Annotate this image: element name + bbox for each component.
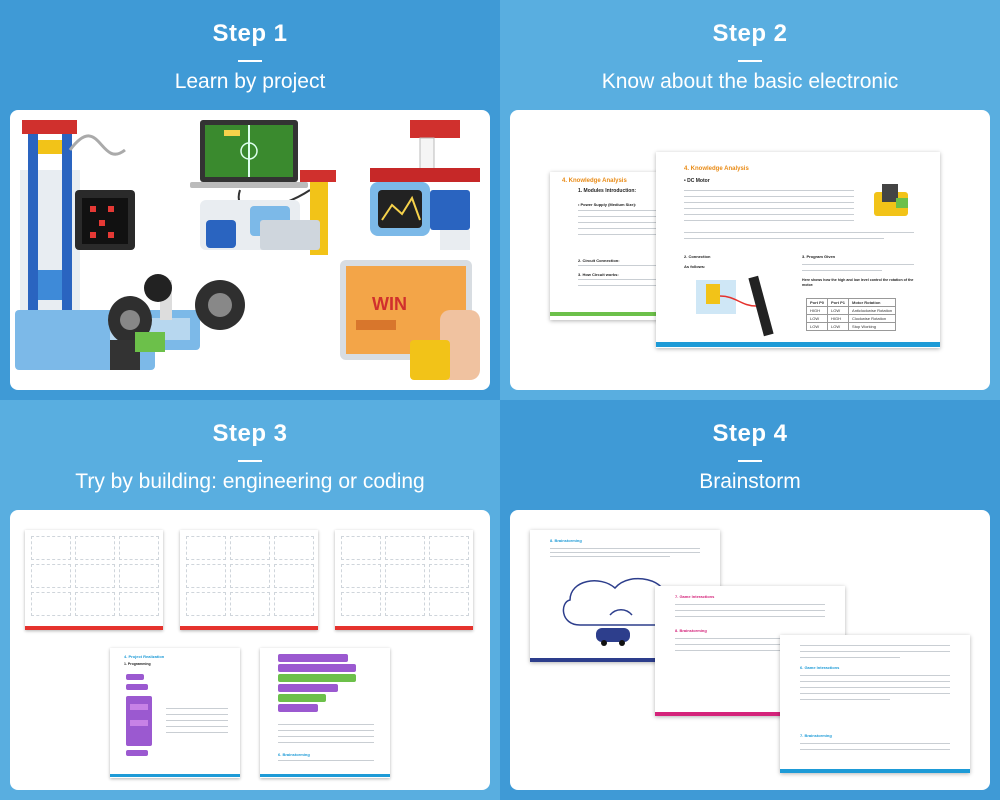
step-2-divider <box>738 60 762 62</box>
wiring-diagram-icon <box>696 275 774 337</box>
tablet-game: WIN <box>340 260 480 380</box>
front-manual-page: 4. Knowledge Analysis • DC Motor 2. Conn… <box>656 152 940 348</box>
back-page-item1: • Power Supply (Medium Size): <box>578 202 637 207</box>
table-cell: HIGH <box>805 306 829 315</box>
brainstorm-page-2-sub: 8. Brainstorming <box>675 628 707 633</box>
fan-robot-model <box>370 120 480 250</box>
front-page-title: 4. Knowledge Analysis <box>684 166 749 172</box>
step-2-title: Step 2 <box>712 20 788 47</box>
back-page-heading: 1. Modules Introduction: <box>578 188 637 194</box>
table-cell: LOW <box>827 322 850 331</box>
table-cell: LOW <box>827 306 850 315</box>
step-1-title: Step 1 <box>212 20 288 47</box>
step-2-subtitle: Know about the basic electronic <box>601 70 899 93</box>
table-header-cell: Port P1 <box>827 298 850 307</box>
laptop-game <box>190 120 308 188</box>
back-page-item3: 3. How Circuit works: <box>578 272 619 277</box>
assembly-sheet-3 <box>335 530 473 630</box>
step-3-subtitle: Try by building: engineering or coding <box>75 470 425 493</box>
brainstorm-page-3: 6. Game Interactions 7. Brainstorming <box>780 635 970 773</box>
step-4-subtitle: Brainstorm <box>699 470 801 493</box>
coding-sheet-2-title: 6. Brainstorming <box>278 752 310 757</box>
step-1-divider <box>238 60 262 62</box>
step-2-panel: Step 2 Know about the basic electronic 4… <box>500 0 1000 400</box>
step-2-card: 4. Knowledge Analysis 1. Modules Introdu… <box>510 110 990 390</box>
table-header-row: Port P0 Port P1 Motor Rotation <box>805 298 897 307</box>
car-model <box>100 274 245 370</box>
assembly-sheet-2 <box>180 530 318 630</box>
table-cell: LOW <box>805 322 829 331</box>
dc-motor-icon <box>874 184 908 216</box>
table-row: LOW LOW Stop Working <box>805 322 897 331</box>
robot-kit-illustration: WIN <box>15 120 480 380</box>
as-follows-label: As follows: <box>684 264 706 269</box>
assembly-sheet-1 <box>25 530 163 630</box>
coding-sheet-1: 4. Project Realization 1. Programming <box>110 648 240 778</box>
back-page-title: 4. Knowledge Analysis <box>562 178 627 184</box>
lift-tower-model <box>15 120 155 370</box>
step-3-divider <box>238 460 262 462</box>
table-cell: LOW <box>805 314 829 323</box>
coding-sheet-2: 6. Brainstorming <box>260 648 390 778</box>
step-1-subtitle: Learn by project <box>174 70 326 93</box>
step-1-panel: Step 1 Learn by project <box>0 0 500 400</box>
table-cell: HIGH <box>827 314 850 323</box>
front-page-bullet: • DC Motor <box>684 178 710 184</box>
step-4-panel: Step 4 Brainstorm 8. Brainstorming 7. <box>500 400 1000 800</box>
brainstorm-page-2-title: 7. Game Interactions <box>675 594 715 599</box>
table-note: Here shows how the high and low level co… <box>802 278 914 287</box>
table-cell: Stop Working <box>848 322 897 331</box>
coding-sheet-1-title: 4. Project Realization <box>124 654 165 659</box>
step-3-card: 4. Project Realization 1. Programming <box>10 510 490 790</box>
brainstorm-page-3-title: 6. Game Interactions <box>800 665 840 670</box>
center-robot-model <box>200 170 336 255</box>
tablet-win-text: WIN <box>372 294 407 314</box>
coding-sheet-1-sub: 1. Programming <box>124 662 151 666</box>
brainstorm-page-3-sub: 7. Brainstorming <box>800 733 832 738</box>
step-4-card: 8. Brainstorming 7. Game Interactions <box>510 510 990 790</box>
step-4-title: Step 4 <box>712 420 788 447</box>
step-1-card: WIN <box>10 110 490 390</box>
table-cell: Clockwise Rotation <box>848 314 897 323</box>
step-3-title: Step 3 <box>212 420 288 447</box>
brainstorm-page-1-title: 8. Brainstorming <box>550 538 582 543</box>
table-row: HIGH LOW Anticlockwise Rotation <box>805 306 897 315</box>
table-header-cell: Port P0 <box>805 298 829 307</box>
step-3-panel: Step 3 Try by building: engineering or c… <box>0 400 500 800</box>
table-cell: Anticlockwise Rotation <box>848 306 897 315</box>
table-header-cell: Motor Rotation <box>848 298 897 307</box>
table-row: LOW HIGH Clockwise Rotation <box>805 314 897 323</box>
back-page-item2: 2. Circuit Connection: <box>578 258 620 263</box>
program-heading: 3. Program Given <box>802 254 836 259</box>
step-4-divider <box>738 460 762 462</box>
motor-rotation-table: Port P0 Port P1 Motor Rotation HIGH LOW … <box>805 298 897 331</box>
connection-heading: 2. Connection <box>684 254 711 259</box>
